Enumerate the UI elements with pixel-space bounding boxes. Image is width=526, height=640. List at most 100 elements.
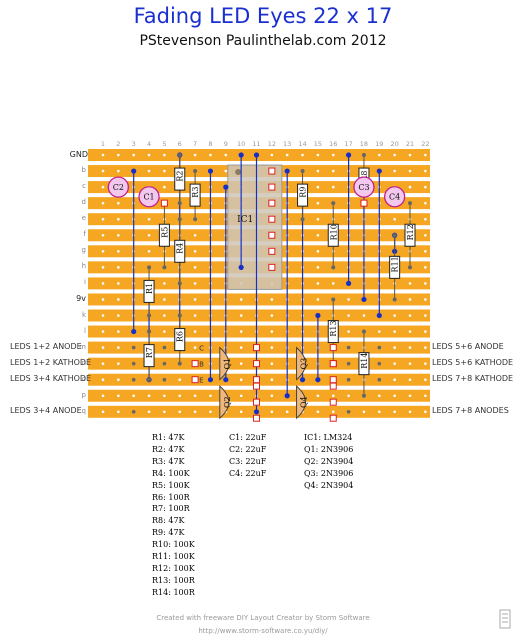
row-label: n	[81, 358, 86, 367]
resistor-pad	[361, 329, 366, 334]
strip-hole	[316, 298, 320, 301]
parts-list-entry: R7: 100R	[152, 504, 190, 514]
strip-hole	[408, 346, 412, 349]
strip-hole	[132, 153, 135, 157]
parts-list-entry: Q1: 2N3906	[304, 444, 354, 454]
row-label: f	[83, 230, 86, 239]
row-label: i	[84, 278, 86, 287]
resistor-label: R14	[360, 353, 369, 369]
strip-hole	[424, 314, 427, 317]
resistor-pad	[408, 201, 412, 206]
wire-end	[376, 312, 382, 319]
strip-hole	[147, 233, 151, 237]
lead-dot	[162, 345, 167, 350]
strip-hole	[270, 314, 274, 317]
pad-marker	[191, 360, 199, 368]
strip-hole	[117, 233, 120, 237]
capacitor-label: C3	[358, 183, 369, 192]
right-connection-label: LEDS 7+8 KATHODE	[432, 373, 514, 383]
strip-hole	[101, 410, 105, 414]
transistor-pin	[253, 376, 260, 384]
wire-end	[131, 168, 137, 174]
resistor-pad	[361, 393, 366, 398]
wire-end	[207, 377, 214, 383]
row-label: m	[79, 342, 86, 351]
strip-hole	[393, 410, 396, 414]
column-number: 7	[193, 140, 198, 148]
resistor-pad	[331, 265, 336, 270]
footer-url: http://www.storm-software.co.yu/diy/	[198, 627, 328, 635]
strip-hole	[193, 346, 197, 349]
strip-hole	[408, 378, 412, 382]
wire-end	[315, 377, 321, 383]
resistor-pad	[392, 233, 397, 238]
resistor-label: R13	[329, 320, 338, 336]
strip-hole	[408, 330, 412, 333]
left-connection-label: LEDS 3+4 KATHODE	[10, 373, 92, 383]
strip-hole	[193, 314, 197, 317]
strip-row	[88, 325, 430, 338]
transistor-label: Q2	[223, 396, 232, 408]
ic-pin	[268, 247, 276, 255]
resistor-body	[174, 167, 186, 191]
capacitor-body	[138, 186, 160, 208]
strip-hole	[101, 201, 105, 205]
parts-list-entry: R8: 47K	[152, 516, 185, 526]
pad-marker	[191, 376, 199, 384]
strip-hole	[285, 153, 289, 157]
strip-hole	[239, 378, 243, 382]
strip-hole	[393, 217, 396, 221]
wire-end	[238, 264, 244, 270]
strip-hole	[117, 153, 120, 157]
strip-hole	[424, 394, 427, 398]
wire-end	[284, 393, 290, 399]
strip-hole	[101, 298, 105, 301]
strip-hole	[424, 250, 427, 253]
ic-pin	[268, 215, 276, 223]
strip-hole	[239, 346, 243, 349]
resistor-body	[174, 328, 186, 352]
strip-hole	[347, 298, 350, 301]
strip-hole	[117, 410, 120, 414]
capacitor-body	[383, 186, 406, 208]
resistor-pad	[300, 169, 305, 174]
strip-hole	[316, 410, 320, 414]
column-number: 8	[208, 140, 213, 148]
lead-dot	[377, 345, 382, 350]
strip-hole	[331, 410, 335, 414]
transistor-pin	[329, 376, 337, 384]
wire-end	[361, 296, 367, 303]
resistor-label: R4	[176, 243, 185, 254]
strip-hole	[101, 362, 105, 365]
row-label: k	[81, 310, 86, 319]
transistor-pin	[253, 344, 260, 352]
wire-end	[238, 152, 244, 158]
column-number: 22	[421, 140, 430, 148]
transistor-pin	[329, 398, 337, 406]
wire-end	[346, 280, 352, 286]
strip-hole	[347, 330, 350, 333]
capacitor-body	[353, 176, 375, 198]
strip-hole	[270, 362, 274, 365]
strip-hole	[347, 394, 350, 398]
column-number: 18	[359, 140, 369, 148]
resistor-pad	[147, 313, 152, 318]
resistor-pad	[177, 313, 182, 318]
strip-hole	[270, 378, 274, 382]
strip-hole	[239, 298, 243, 301]
strip-hole	[193, 298, 197, 301]
strip-hole	[270, 330, 274, 333]
strip-hole	[393, 153, 396, 157]
right-connection-label: LEDS 7+8 ANODES	[432, 405, 509, 415]
strip-hole	[331, 153, 335, 157]
strip-hole	[178, 378, 182, 382]
resistor-pad	[361, 153, 366, 157]
strip-hole	[408, 153, 412, 157]
row-label: c	[82, 182, 86, 191]
strip-hole	[117, 266, 120, 269]
strip-hole	[163, 330, 166, 333]
strip-hole	[117, 378, 120, 382]
capacitor-pin	[360, 199, 368, 207]
strip-hole	[101, 378, 105, 382]
